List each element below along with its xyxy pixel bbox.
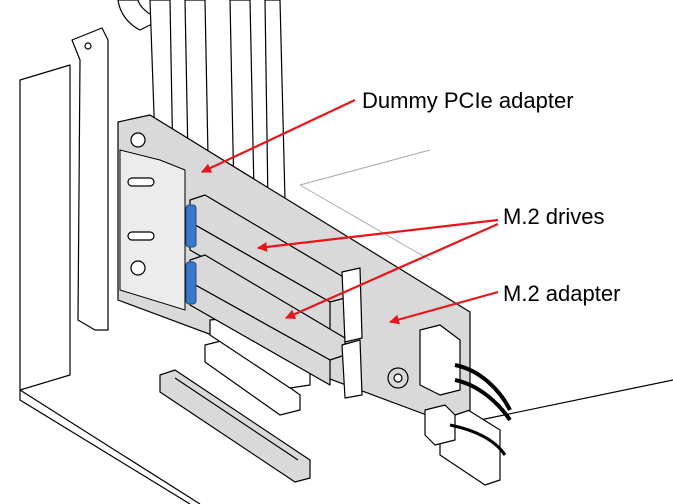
chassis (19, 64, 673, 504)
arrow-dummy-pcie-adapter (201, 99, 356, 173)
cables (449, 363, 512, 456)
arrow-m2-drive-bottom (285, 222, 499, 320)
latch-bottom (185, 261, 197, 305)
label-m2-drives: M.2 drives (503, 204, 605, 229)
label-dummy-pcie-adapter: Dummy PCIe adapter (362, 88, 574, 113)
label-m2-adapter: M.2 adapter (503, 281, 621, 306)
latch-top (185, 204, 197, 248)
pcie-bracket (71, 27, 109, 331)
pcie-slot (159, 339, 501, 486)
m2-drive-bottom (185, 254, 346, 386)
arrow-m2-drive-top (257, 218, 499, 252)
arrow-m2-adapter (389, 290, 499, 325)
